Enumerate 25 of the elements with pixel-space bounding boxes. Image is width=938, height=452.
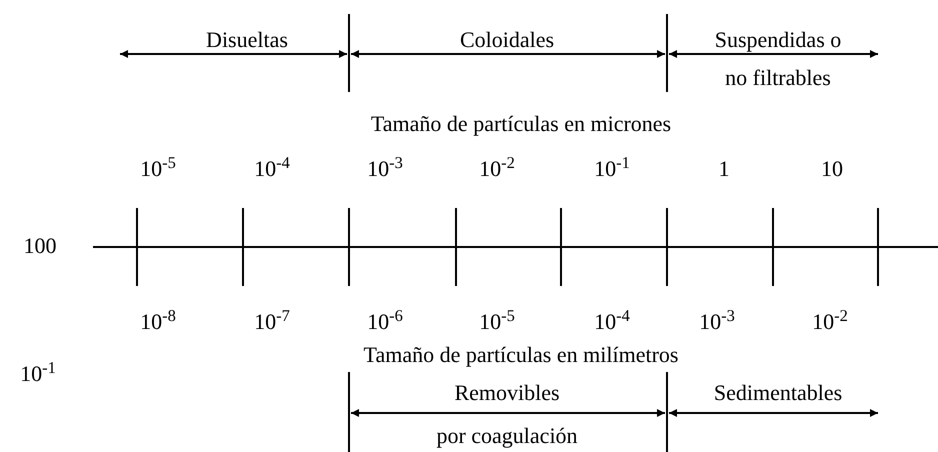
scale-label: 10$^{-6}$ <box>367 311 403 333</box>
scale-label: 10$^{-8}$ <box>140 311 176 333</box>
scale-label: 10$^{-5}$ <box>479 311 515 333</box>
scale-label: 10$^{-3}$ <box>699 311 735 333</box>
scale-label: Disueltas <box>206 29 288 51</box>
scale-label: 10 <box>821 158 843 180</box>
scale-label: 10$^{-5}$ <box>140 158 176 180</box>
scale-label: 10$^{-1}$ <box>20 363 56 385</box>
scale-label: 10$^{-3}$ <box>367 158 403 180</box>
scale-label: 1 <box>718 158 730 180</box>
scale-label: 10$^{-4}$ <box>594 311 630 333</box>
scale-label: 10$^{-7}$ <box>254 311 290 333</box>
scale-label: Tamaño de partículas en micrones <box>370 113 672 135</box>
scale-label: 10$^{-2}$ <box>812 311 848 333</box>
scale-label: 10$^{-2}$ <box>479 158 515 180</box>
scale-label: 100 <box>24 235 56 257</box>
scale-label: Sedimentables <box>714 382 842 404</box>
scale-label: Tamaño de partículas en milímetros <box>364 344 678 366</box>
scale-label: 10$^{-1}$ <box>594 158 630 180</box>
scale-label: Coloidales <box>460 29 554 51</box>
scale-label: Suspendidas o <box>714 29 842 51</box>
scale-label: Removibles <box>454 382 560 404</box>
scale-label: 10$^{-4}$ <box>254 158 290 180</box>
scale-label: no filtrables <box>725 67 831 89</box>
scale-label: por coagulación <box>436 425 578 447</box>
